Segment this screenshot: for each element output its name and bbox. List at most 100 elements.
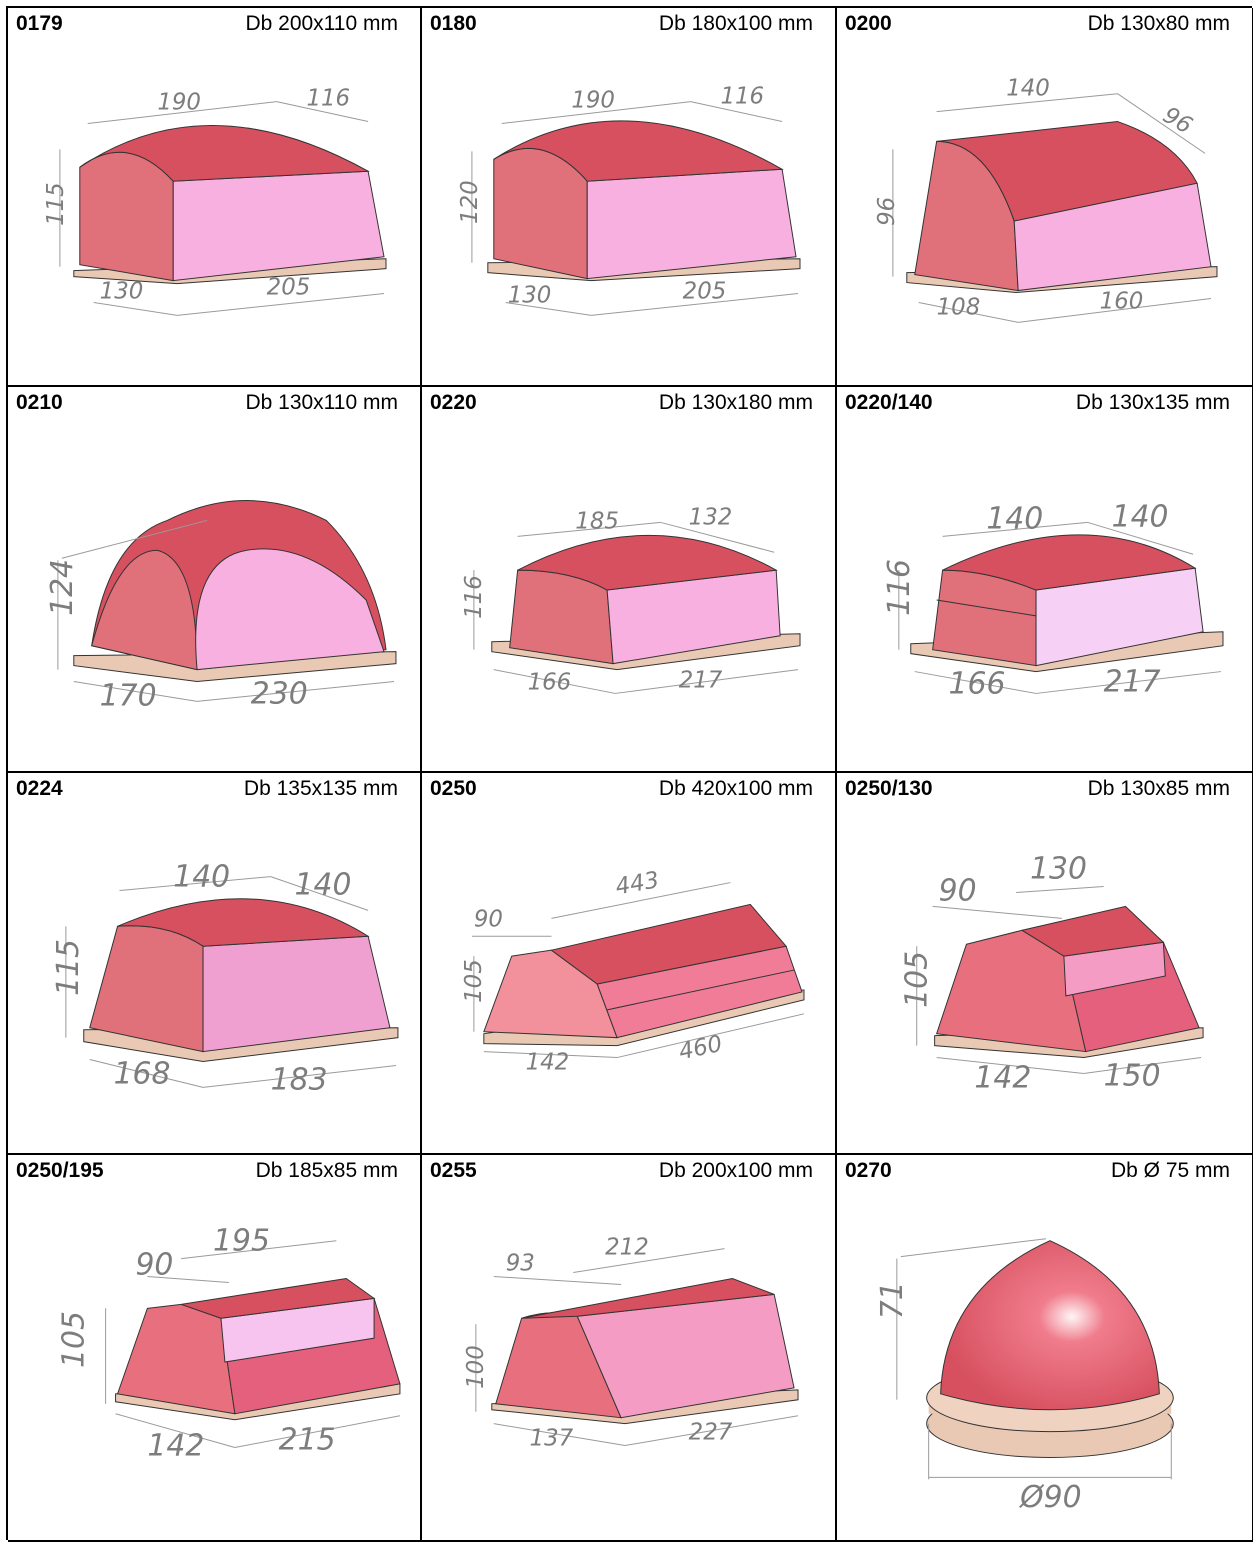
dim-label: 130 <box>1030 852 1087 887</box>
dim-label: 185 <box>575 508 619 534</box>
product-description: Db 185x85 mm <box>255 1159 398 1182</box>
product-code: 0200 <box>845 12 892 35</box>
product-cell-0220-140: 0220/140 Db 130x135 mm 140 140 116 166 2… <box>837 387 1253 773</box>
dim-label: 96 <box>874 197 900 226</box>
dim-label: 170 <box>100 678 157 713</box>
dim-label: 116 <box>882 559 917 616</box>
product-code: 0210 <box>16 391 63 414</box>
dim-label: 190 <box>157 90 201 116</box>
dim-label: 140 <box>986 501 1043 536</box>
dim-label: 150 <box>1104 1058 1161 1093</box>
product-cell-0250-130: 0250/130 Db 130x85 mm 130 90 105 142 150 <box>837 773 1253 1155</box>
dim-label: 195 <box>213 1224 270 1259</box>
dim-label: 105 <box>900 951 935 1008</box>
dim-label: 217 <box>1104 664 1161 699</box>
dim-label: 116 <box>720 84 764 110</box>
product-description: Db 130x85 mm <box>1087 777 1230 800</box>
dim-label: 130 <box>100 279 144 305</box>
dim-label: 168 <box>114 1056 171 1091</box>
dim-label: 166 <box>949 666 1006 701</box>
product-table: 0179 Db 200x110 mm 190 116 115 130 205 0… <box>6 6 1253 1542</box>
dim-label: 460 <box>677 1031 725 1066</box>
dim-label: 140 <box>1006 76 1050 102</box>
dim-label: 212 <box>605 1235 649 1261</box>
product-drawing: 140 96 96 108 160 <box>874 76 1218 323</box>
dim-label: 130 <box>508 282 552 308</box>
dim-label: 142 <box>147 1428 204 1463</box>
dim-label: 96 <box>1158 102 1196 139</box>
product-cell-0179: 0179 Db 200x110 mm 190 116 115 130 205 <box>8 8 422 387</box>
dim-label: 137 <box>530 1426 574 1452</box>
dim-label: 142 <box>526 1049 570 1075</box>
dim-label: 71 <box>875 1281 910 1319</box>
product-drawing: 71 Ø90 <box>875 1238 1174 1515</box>
dim-label: 190 <box>571 88 615 114</box>
product-description: Db 200x110 mm <box>245 12 398 35</box>
dim-label: 205 <box>267 275 311 301</box>
product-code: 0255 <box>430 1159 477 1182</box>
product-description: Db 180x100 mm <box>658 12 813 35</box>
dim-label: 108 <box>937 294 981 320</box>
product-cell-0250: 0250 Db 420x100 mm 443 90 105 142 460 <box>422 773 837 1155</box>
dim-label: 205 <box>683 279 727 305</box>
dim-label: 140 <box>173 860 230 895</box>
product-code: 0220/140 <box>845 391 933 414</box>
product-code: 0224 <box>16 777 63 800</box>
product-drawing: 190 116 115 130 205 <box>43 86 387 316</box>
product-code: 0220 <box>430 391 477 414</box>
product-code: 0180 <box>430 12 477 35</box>
dim-label: 160 <box>1100 288 1144 314</box>
product-drawing: 140 140 116 166 217 <box>882 499 1224 701</box>
product-drawing: 443 90 105 142 460 <box>461 867 805 1075</box>
dim-label: 105 <box>461 959 487 1003</box>
dim-label: 443 <box>614 867 661 900</box>
product-drawing: 130 90 105 142 150 <box>900 852 1204 1095</box>
product-drawing: 140 140 115 168 183 <box>51 860 399 1097</box>
product-cell-0200: 0200 Db 130x80 mm 140 96 96 108 160 <box>837 8 1253 387</box>
dim-label: 217 <box>679 667 723 693</box>
product-code: 0270 <box>845 1159 892 1182</box>
dim-label: 90 <box>474 906 503 932</box>
dim-label: 142 <box>974 1060 1031 1095</box>
dim-label: 120 <box>457 180 483 224</box>
product-description: Db 130x110 mm <box>245 391 398 414</box>
dim-label: 93 <box>506 1251 535 1277</box>
dim-label: 166 <box>528 669 572 695</box>
product-drawing: 124 170 230 <box>45 500 397 713</box>
dim-label: 115 <box>51 939 86 996</box>
product-description: Db 130x80 mm <box>1087 12 1230 35</box>
product-drawing: 212 93 100 137 227 <box>463 1235 799 1452</box>
dim-label: 132 <box>689 504 733 530</box>
product-cell-0220: 0220 Db 130x180 mm 185 132 116 166 217 <box>422 387 837 773</box>
dim-label: 116 <box>306 86 350 112</box>
product-description: Db 130x180 mm <box>658 391 813 414</box>
dim-label: 227 <box>689 1420 733 1446</box>
product-cell-0250-195: 0250/195 Db 185x85 mm 195 90 105 142 215 <box>8 1155 422 1542</box>
dim-label: 100 <box>463 1345 489 1389</box>
product-description: Db Ø 75 mm <box>1110 1159 1230 1182</box>
dim-label: 116 <box>461 575 487 619</box>
product-drawing: 195 90 105 142 215 <box>57 1224 401 1463</box>
dim-label: 124 <box>45 559 80 616</box>
dim-label: 140 <box>1112 499 1169 534</box>
product-cell-0210: 0210 Db 130x110 mm 124 170 230 <box>8 387 422 773</box>
dim-label: 115 <box>43 182 69 226</box>
product-code: 0250 <box>430 777 477 800</box>
product-cell-0255: 0255 Db 200x100 mm 212 93 100 137 227 <box>422 1155 837 1542</box>
product-code: 0250/130 <box>845 777 933 800</box>
dim-label: 140 <box>295 867 352 902</box>
product-description: Db 420x100 mm <box>658 777 813 800</box>
product-code: 0179 <box>16 12 63 35</box>
product-drawing: 185 132 116 166 217 <box>461 504 801 695</box>
dim-label: Ø90 <box>1018 1480 1081 1515</box>
dim-label: 90 <box>135 1248 173 1283</box>
product-description: Db 200x100 mm <box>658 1159 813 1182</box>
product-description: Db 135x135 mm <box>243 777 398 800</box>
dim-label: 183 <box>271 1062 328 1097</box>
dim-label: 230 <box>251 676 308 711</box>
product-drawing: 190 116 120 130 205 <box>457 84 801 316</box>
product-cell-0180: 0180 Db 180x100 mm 190 116 120 130 205 <box>422 8 837 387</box>
product-cell-0224: 0224 Db 135x135 mm 140 140 115 168 183 <box>8 773 422 1155</box>
product-description: Db 130x135 mm <box>1075 391 1230 414</box>
dim-label: 90 <box>939 873 977 908</box>
